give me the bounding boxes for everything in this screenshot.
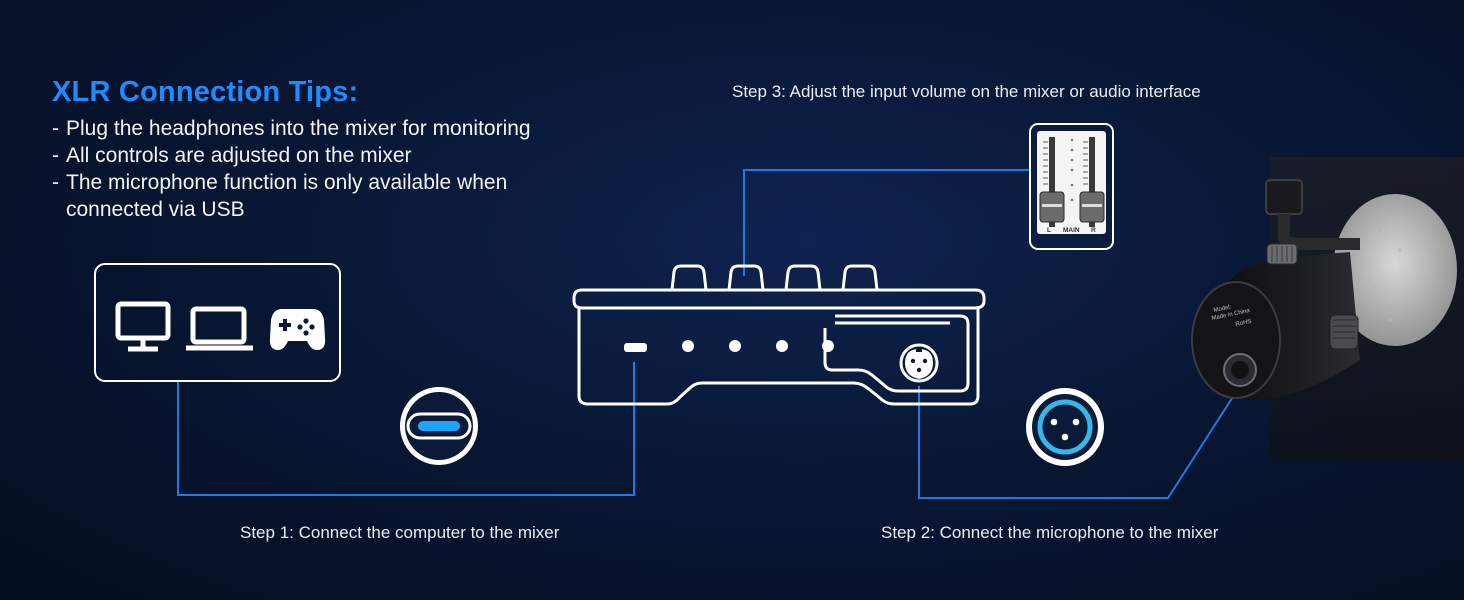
fader-label-right: R bbox=[1091, 227, 1096, 234]
tip-item: -The microphone function is only availab… bbox=[52, 171, 508, 221]
tip-item: -Plug the headphones into the mixer for … bbox=[52, 117, 531, 140]
mixer-knob bbox=[670, 264, 708, 291]
mixer-usb-port bbox=[624, 343, 647, 352]
usb-c-port-icon bbox=[400, 387, 478, 465]
tips-list: -Plug the headphones into the mixer for … bbox=[52, 115, 612, 223]
fader-label-main: MAIN bbox=[1063, 227, 1080, 234]
mic-marking-model: Model: bbox=[1213, 304, 1232, 314]
fader-panel: L MAIN R bbox=[1029, 123, 1114, 250]
mixer-led bbox=[729, 340, 741, 352]
fader-label-left: L bbox=[1047, 227, 1051, 234]
devices-box bbox=[94, 263, 341, 382]
mixer-knob bbox=[727, 264, 765, 291]
connection-tips: XLR Connection Tips: -Plug the headphone… bbox=[52, 76, 612, 223]
microphone: Model: Made in China RoHS bbox=[1191, 157, 1464, 462]
mixer-led bbox=[822, 340, 834, 352]
mixer-led bbox=[776, 340, 788, 352]
mixer-led bbox=[682, 340, 694, 352]
mic-marking-rohs: RoHS bbox=[1235, 319, 1252, 328]
step-2-label: Step 2: Connect the microphone to the mi… bbox=[881, 523, 1219, 542]
step2-connector-line bbox=[918, 386, 1237, 499]
mixer-front-ports bbox=[624, 340, 834, 352]
tip-item: -All controls are adjusted on the mixer bbox=[52, 144, 412, 167]
mixer-knob bbox=[841, 264, 879, 291]
step3-connector-line bbox=[743, 169, 1030, 276]
laptop-icon bbox=[186, 306, 253, 351]
mixer bbox=[572, 264, 986, 406]
gamepad-icon bbox=[269, 309, 326, 350]
mixer-xlr-jack bbox=[899, 343, 939, 383]
step1-connector-line bbox=[177, 362, 635, 496]
xlr-connector-icon bbox=[1026, 388, 1104, 466]
connector-lines bbox=[177, 169, 1237, 499]
monitor-icon bbox=[115, 301, 171, 352]
step-1-label: Step 1: Connect the computer to the mixe… bbox=[240, 523, 560, 542]
tips-title: XLR Connection Tips: bbox=[52, 76, 359, 108]
mixer-knob bbox=[784, 264, 822, 291]
step-3-label: Step 3: Adjust the input volume on the m… bbox=[732, 82, 1201, 101]
